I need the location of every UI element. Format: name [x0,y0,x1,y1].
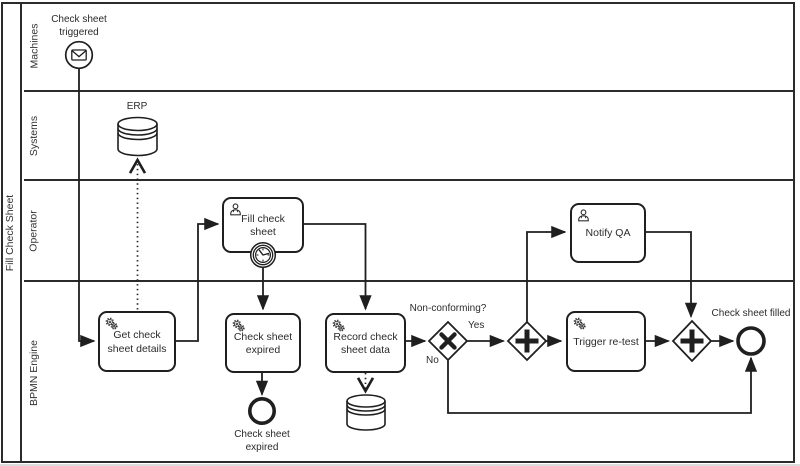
task-get-check-sheet-details[interactable]: Get check sheet details [98,311,176,372]
task-get-check-sheet-details-label: Get check sheet details [107,329,167,355]
pool-label-column: Fill Check Sheet [1,2,22,463]
user-icon [576,208,591,223]
lane-bpmn-engine-label: BPMN Engine [28,339,41,406]
pool-label: Fill Check Sheet [4,194,17,271]
lane-bpmn-engine: BPMN Engine [24,280,795,463]
task-notify-qa-label: Notify QA [585,227,631,240]
xor-no-label: No [426,355,439,366]
lane-systems-label: Systems [28,115,41,156]
task-check-sheet-expired-label: Check sheet expired [233,330,293,356]
lane-systems: Systems [24,90,795,179]
task-record-check-sheet-data[interactable]: Record check sheet data [325,313,406,373]
task-fill-check-sheet-label: Fill check sheet [241,212,285,238]
task-trigger-re-test-label: Trigger re-test [573,335,639,348]
lane-machines: Machines [24,2,795,90]
lane-operator-label: Operator [28,209,40,252]
task-notify-qa[interactable]: Notify QA [570,203,646,263]
gears-icon [231,318,246,333]
task-check-sheet-expired[interactable]: Check sheet expired [225,313,301,373]
task-fill-check-sheet[interactable]: Fill check sheet [222,197,304,253]
lane-operator: Operator [24,179,795,280]
xor-gateway-label: Non-conforming? [409,303,487,314]
erp-label: ERP [126,101,148,112]
gears-icon [331,318,346,333]
gears-icon [572,316,587,331]
gears-icon [104,316,119,331]
bottom-edge [0,464,800,466]
end-expired-label: Check sheet expired [234,429,290,453]
end-filled-label: Check sheet filled [711,308,791,319]
user-icon [228,202,243,217]
task-trigger-re-test[interactable]: Trigger re-test [566,311,646,372]
task-record-check-sheet-data-label: Record check sheet data [333,330,398,356]
start-event-label: Check sheet triggered [51,14,107,38]
xor-yes-label: Yes [468,320,485,331]
